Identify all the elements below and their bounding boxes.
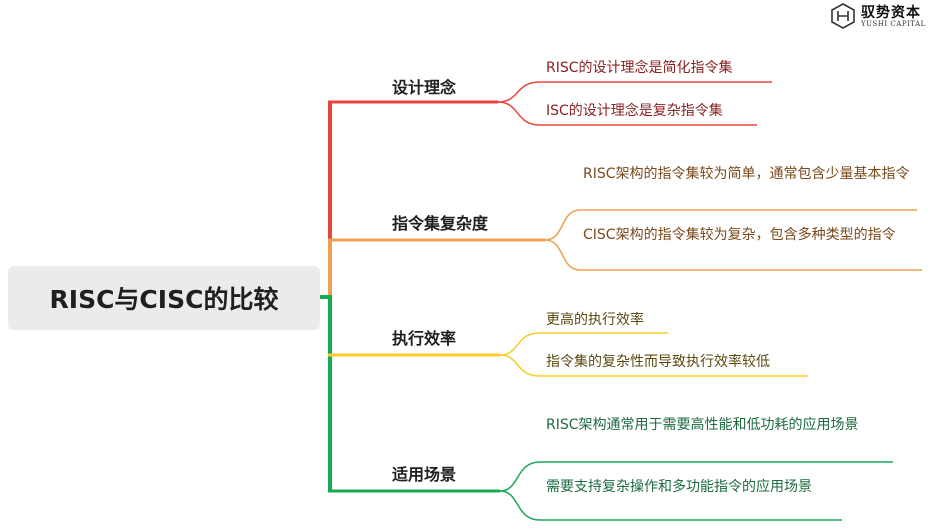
leaf-connector xyxy=(499,332,668,356)
leaf-connector xyxy=(499,461,893,492)
leaf-design-cisc[interactable]: ISC的设计理念是复杂指令集 xyxy=(546,103,723,119)
leaf-connector xyxy=(544,239,922,271)
branch-design[interactable]: 设计理念 xyxy=(392,78,457,97)
leaf-connector xyxy=(499,490,842,521)
leaf-connector xyxy=(497,81,772,103)
leaf-scenario-risc[interactable]: RISC架构通常用于需要高性能和低功耗的应用场景 xyxy=(546,417,859,433)
root-label: RISC与CISC的比较 xyxy=(49,285,279,314)
leaf-connector xyxy=(544,209,917,241)
leaf-design-risc[interactable]: RISC的设计理念是简化指令集 xyxy=(546,60,733,76)
leaf-complexity-risc[interactable]: RISC架构的指令集较为简单，通常包含少量基本指令 xyxy=(583,166,910,182)
leaf-efficiency-risc[interactable]: 更高的执行效率 xyxy=(546,312,644,328)
branch-complexity[interactable]: 指令集复杂度 xyxy=(392,214,489,233)
branch-efficiency[interactable]: 执行效率 xyxy=(392,329,457,348)
leaf-efficiency-cisc[interactable]: 指令集的复杂性而导致执行效率较低 xyxy=(546,354,770,370)
leaf-connector xyxy=(499,354,808,377)
root-node[interactable]: RISC与CISC的比较 xyxy=(8,266,320,330)
branch-scenario[interactable]: 适用场景 xyxy=(392,465,457,484)
leaf-complexity-cisc[interactable]: CISC架构的指令集较为复杂，包含多种类型的指令 xyxy=(583,227,896,243)
logo-subtitle: YUSHI CAPITAL xyxy=(861,20,926,28)
company-logo: 驭势资本 YUSHI CAPITAL xyxy=(830,2,934,32)
leaf-connector xyxy=(497,101,757,126)
leaf-scenario-cisc[interactable]: 需要支持复杂操作和多功能指令的应用场景 xyxy=(546,479,812,495)
logo-name: 驭势资本 xyxy=(861,5,921,21)
hexagon-logo-icon xyxy=(831,3,855,29)
